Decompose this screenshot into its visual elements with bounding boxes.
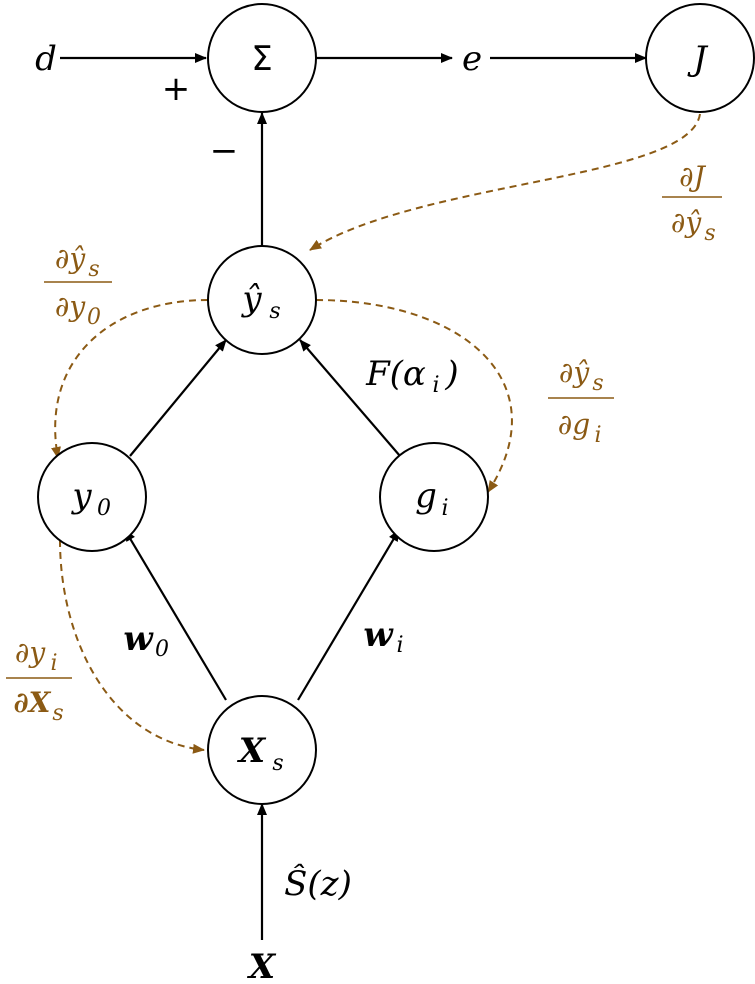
svg-text:∂ŷ: ∂ŷ bbox=[559, 356, 590, 389]
y0-subscript: 0 bbox=[97, 496, 111, 521]
svg-text:s: s bbox=[52, 701, 63, 726]
edge-xs-to-gi bbox=[297, 529, 400, 701]
f-alpha-label: F(α i ) bbox=[365, 354, 459, 398]
wi-label: w i bbox=[363, 615, 403, 658]
yhat-node: ŷ s bbox=[207, 245, 317, 355]
svg-text:s: s bbox=[592, 371, 603, 396]
svg-text:0: 0 bbox=[87, 305, 101, 330]
edge-xs-to-y0 bbox=[124, 529, 227, 701]
svg-text:∂ŷ: ∂ŷ bbox=[55, 242, 86, 275]
svg-text:): ) bbox=[444, 354, 458, 394]
cost-label: J bbox=[687, 39, 709, 79]
desired-signal-label: d bbox=[35, 39, 57, 79]
gradient-dJ-dyhat: ∂J ∂ŷ s bbox=[662, 160, 722, 246]
svg-text:∂X: ∂X bbox=[14, 686, 52, 719]
svg-text:∂ŷ: ∂ŷ bbox=[671, 206, 702, 239]
minus-sign: − bbox=[210, 131, 239, 171]
xs-node: X s bbox=[207, 695, 317, 805]
gi-label: g bbox=[415, 476, 437, 516]
gradient-dyi-dxs: ∂y i ∂X s bbox=[6, 636, 72, 726]
y0-label: y bbox=[70, 476, 92, 516]
grad-path-yhat-to-y0 bbox=[51, 299, 209, 459]
svg-text:s: s bbox=[88, 257, 99, 282]
yhat-subscript: s bbox=[269, 299, 280, 324]
edge-gi-to-yhat bbox=[299, 339, 401, 457]
gradient-dyhat-dgi: ∂ŷ s ∂g i bbox=[548, 356, 614, 448]
edge-y0-to-yhat bbox=[129, 339, 227, 457]
xs-subscript: s bbox=[272, 751, 283, 776]
plus-sign: + bbox=[162, 69, 191, 109]
svg-text:∂y: ∂y bbox=[15, 636, 46, 669]
gi-subscript: i bbox=[441, 496, 448, 521]
gradient-dyhat-dy0: ∂ŷ s ∂y 0 bbox=[44, 242, 112, 330]
svg-text:w: w bbox=[123, 619, 154, 659]
y0-node: y 0 bbox=[37, 442, 147, 552]
xs-label: X bbox=[237, 731, 267, 771]
svg-text:∂J: ∂J bbox=[679, 160, 706, 193]
w0-label: w 0 bbox=[123, 619, 169, 662]
svg-text:∂y: ∂y bbox=[55, 290, 86, 323]
cost-node: J bbox=[645, 3, 755, 113]
svg-text:i: i bbox=[594, 423, 601, 448]
input-signal-label: X bbox=[247, 947, 277, 984]
svg-text:w: w bbox=[363, 615, 394, 655]
svg-text:∂g: ∂g bbox=[558, 408, 590, 441]
transfer-function-label: Ŝ(z) bbox=[284, 863, 352, 904]
svg-text:i: i bbox=[50, 651, 57, 676]
yhat-label: ŷ bbox=[240, 279, 262, 319]
grad-path-yhat-to-gi bbox=[315, 299, 513, 493]
svg-text:i: i bbox=[396, 633, 403, 658]
svg-text:F(α: F(α bbox=[365, 354, 426, 394]
svg-text:0: 0 bbox=[155, 637, 169, 662]
grad-path-y0-to-xs bbox=[59, 539, 205, 754]
sum-node: Σ bbox=[207, 3, 317, 113]
gi-node: g i bbox=[379, 442, 489, 552]
grad-path-J-to-yhat bbox=[309, 113, 701, 251]
svg-text:i: i bbox=[432, 373, 439, 398]
error-label: e bbox=[462, 39, 482, 79]
svg-text:s: s bbox=[704, 221, 715, 246]
sum-symbol: Σ bbox=[251, 39, 272, 79]
